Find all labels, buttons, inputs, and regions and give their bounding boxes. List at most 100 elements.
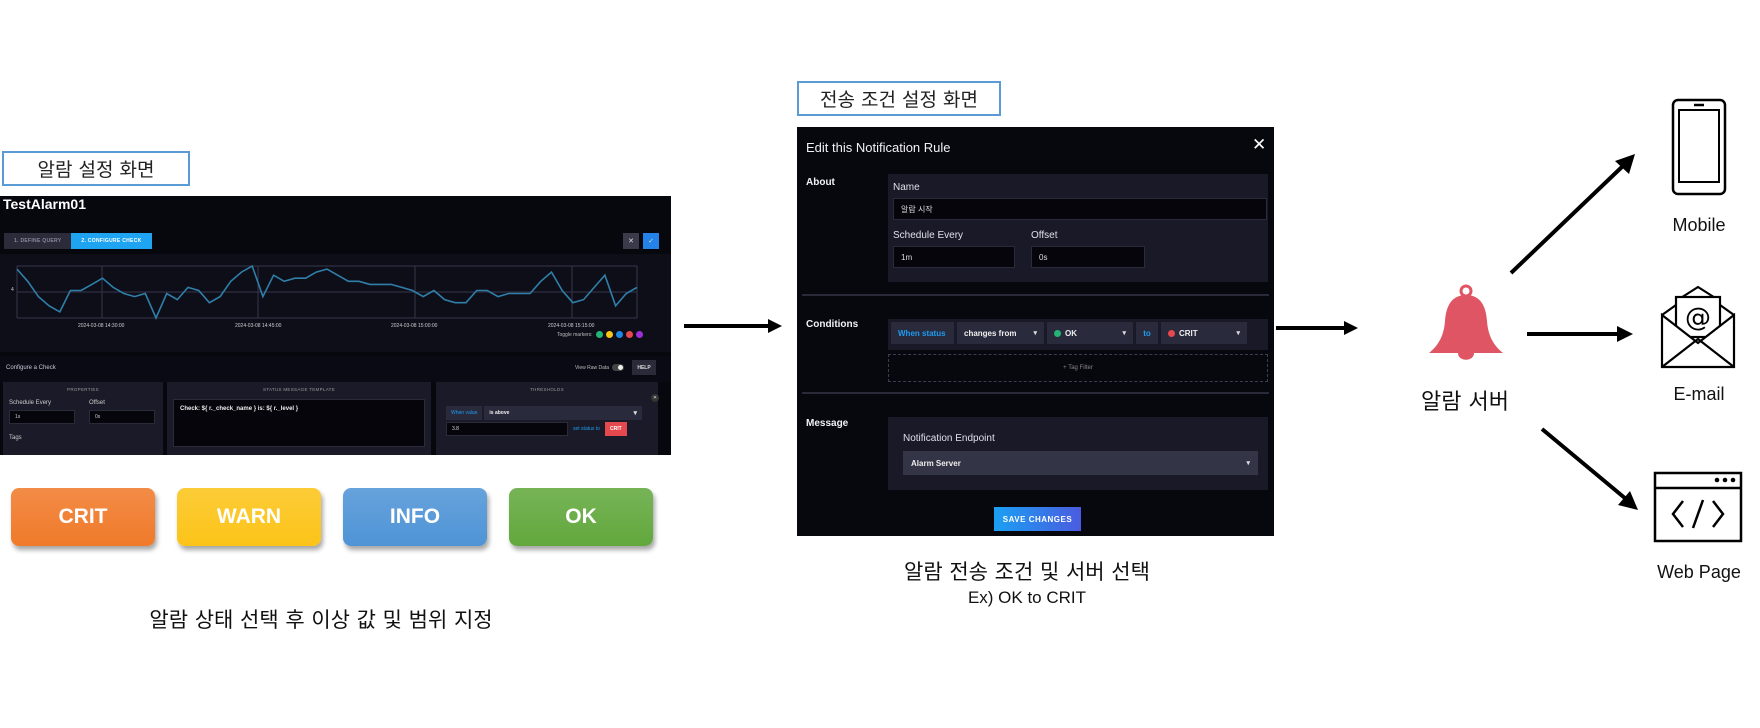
endpoint-select[interactable]: Alarm Server ▾ [903, 451, 1258, 475]
toggle-switch[interactable] [612, 364, 625, 371]
check-title: TestAlarm01 [3, 196, 87, 212]
marker-toggle-green[interactable] [595, 331, 603, 338]
offset-input[interactable]: 0s [89, 410, 155, 424]
set-status-label: set status to [573, 426, 600, 432]
to-status-select[interactable]: CRIT ▾ [1161, 322, 1247, 344]
line-chart: 4 2024-03-08 14:30:00 2024-03-08 14:45:0… [0, 254, 671, 352]
status-message-header: STATUS MESSAGE TEMPLATE [262, 387, 336, 392]
arrow-right-icon [1527, 326, 1633, 342]
bell-icon [1429, 284, 1503, 360]
email-envelope-icon: @ [1660, 285, 1736, 369]
arrow-right-icon [684, 319, 782, 333]
web-page-label: Web Page [1657, 562, 1741, 582]
chevron-down-icon: ▾ [1122, 330, 1126, 337]
web-page-code-icon [1653, 471, 1743, 543]
help-button[interactable]: HELP [632, 360, 656, 375]
mobile-phone-icon [1671, 98, 1727, 196]
alarm-server-label: 알람 서버 [1421, 390, 1509, 415]
y-tick: 4 [11, 287, 14, 293]
name-input[interactable]: 알람 시작 [893, 198, 1267, 220]
alarm-check-panel: TestAlarm01 1. DEFINE QUERY 2. CONFIGURE… [0, 196, 671, 455]
from-status-select[interactable]: OK ▾ [1047, 322, 1133, 344]
message-section: Notification Endpoint Alarm Server ▾ [888, 417, 1268, 490]
step-tabs: 1. DEFINE QUERY 2. CONFIGURE CHECK [4, 233, 152, 249]
to-label: to [1136, 322, 1158, 344]
cancel-button[interactable]: ✕ [623, 233, 639, 249]
save-changes-button[interactable]: SAVE CHANGES [994, 507, 1081, 531]
status-message-input[interactable]: Check: ${ r._check_name } is: ${ r._leve… [173, 399, 425, 447]
x-tick: 2024-03-08 15:15:00 [548, 323, 595, 329]
status-dot-icon [1054, 329, 1061, 337]
properties-header: PROPERTIES [67, 387, 99, 392]
x-tick: 2024-03-08 15:00:00 [391, 323, 438, 329]
section-divider [802, 294, 1269, 296]
notification-settings-label: 전송 조건 설정 화면 [797, 81, 1001, 116]
offset-label: Offset [1031, 230, 1058, 241]
endpoint-value: Alarm Server [911, 458, 961, 468]
schedule-every-input[interactable]: 1m [893, 246, 1015, 268]
x-tick: 2024-03-08 14:45:00 [235, 323, 282, 329]
status-warn-button[interactable]: WARN [177, 488, 321, 546]
toggle-markers-label: Toggle markers: [557, 331, 593, 338]
status-dot-icon [1168, 329, 1175, 337]
arrow-right-icon [1276, 321, 1358, 335]
schedule-every-input[interactable]: 1s [9, 410, 75, 424]
chevron-down-icon: ▾ [1246, 460, 1250, 467]
marker-toggle-purple[interactable] [635, 331, 643, 338]
about-section-label: About [806, 177, 835, 188]
threshold-status-button[interactable]: CRIT [604, 422, 627, 436]
from-status-value: OK [1065, 328, 1077, 338]
offset-input[interactable]: 0s [1031, 246, 1145, 268]
arrow-up-right-icon [1509, 154, 1635, 275]
when-status-label: When status [891, 322, 954, 344]
chevron-down-icon: ▾ [633, 410, 637, 417]
notification-caption-example: Ex) OK to CRIT [967, 588, 1087, 607]
thresholds-header: THRESHOLDS [530, 387, 564, 392]
chart-plot [16, 264, 638, 320]
toggle-markers: Toggle markers: [557, 331, 643, 338]
configure-bar [0, 356, 671, 382]
view-raw-data-label: View Raw Data [575, 364, 610, 371]
schedule-every-label: Schedule Every [893, 230, 964, 241]
name-label: Name [893, 182, 920, 193]
remove-threshold-icon[interactable]: ✕ [651, 394, 659, 402]
message-section-label: Message [806, 418, 849, 429]
tag-filter-button[interactable]: + Tag Filter [888, 354, 1268, 382]
marker-toggle-blue[interactable] [615, 331, 623, 338]
marker-toggle-yellow[interactable] [605, 331, 613, 338]
conditions-section-label: Conditions [806, 319, 859, 330]
checkmark-icon: ✓ [648, 238, 654, 245]
notification-caption: 알람 전송 조건 및 서버 선택 [904, 560, 1150, 584]
view-raw-data-toggle[interactable]: View Raw Data [575, 364, 625, 371]
thresholds-panel: THRESHOLDS ✕ When value is above▾ 3.8 se… [436, 382, 659, 455]
to-status-value: CRIT [1179, 328, 1198, 338]
chevron-down-icon: ▾ [1033, 330, 1037, 337]
modal-title: Edit this Notification Rule [806, 140, 951, 155]
close-icon[interactable]: ✕ [1252, 135, 1267, 154]
alarm-settings-label: 알람 설정 화면 [2, 151, 190, 186]
confirm-button[interactable]: ✓ [643, 233, 659, 249]
notification-settings-label-text: 전송 조건 설정 화면 [820, 89, 978, 111]
arrow-down-right-icon [1540, 427, 1638, 510]
tab-configure-check[interactable]: 2. CONFIGURE CHECK [71, 233, 152, 249]
close-icon: ✕ [628, 238, 634, 245]
tab-define-query[interactable]: 1. DEFINE QUERY [4, 233, 72, 249]
threshold-condition-select[interactable]: is above▾ [484, 406, 642, 420]
status-ok-button[interactable]: OK [509, 488, 653, 546]
x-tick: 2024-03-08 14:30:00 [78, 323, 125, 329]
when-value-label: When value [446, 406, 483, 420]
mobile-label: Mobile [1672, 215, 1726, 235]
operator-value: changes from [964, 328, 1017, 338]
conditions-section: When status changes from ▾ OK ▾ to CRIT ▾ [888, 319, 1268, 350]
marker-toggle-red[interactable] [625, 331, 633, 338]
section-divider [802, 392, 1269, 394]
chevron-down-icon: ▾ [1236, 330, 1240, 337]
threshold-value-input[interactable]: 3.8 [446, 422, 568, 436]
operator-select[interactable]: changes from ▾ [957, 322, 1044, 344]
status-crit-button[interactable]: CRIT [11, 488, 155, 546]
status-info-button[interactable]: INFO [343, 488, 487, 546]
configure-check-label: Configure a Check [6, 365, 56, 371]
svg-text:@: @ [1685, 303, 1711, 333]
offset-label: Offset [89, 400, 105, 406]
about-section: Name 알람 시작 Schedule Every 1m Offset 0s [888, 174, 1268, 282]
